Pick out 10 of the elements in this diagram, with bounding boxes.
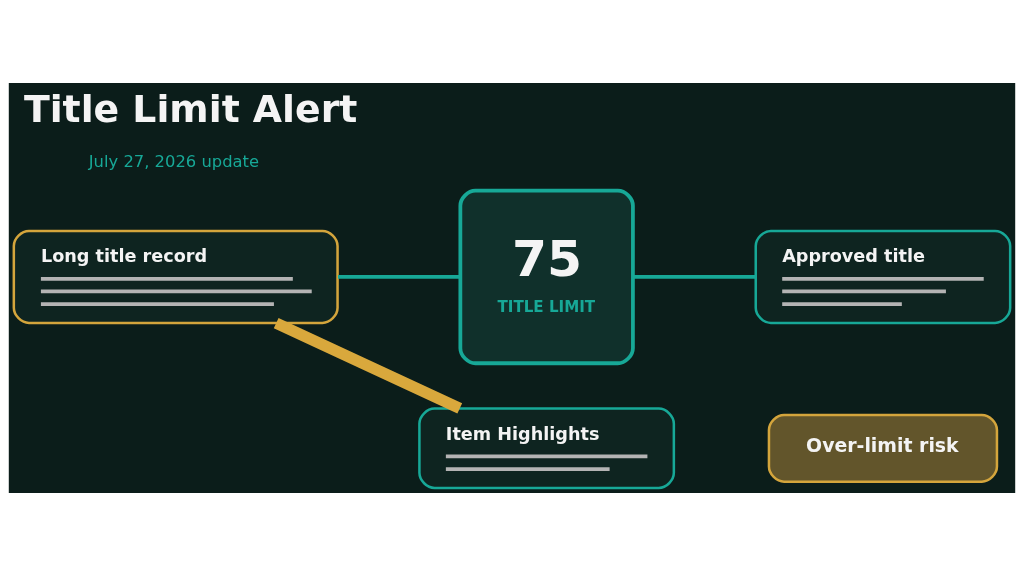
node-box: Item Highlights	[418, 407, 676, 490]
label: July 27, 2026 update	[88, 151, 260, 171]
connector	[633, 275, 756, 279]
connector	[273, 317, 463, 414]
node-box: Long title record	[12, 229, 339, 325]
connector	[338, 275, 461, 279]
diagram-title: Title Limit Alert	[23, 87, 358, 132]
node-box: 75 TITLE LIMIT	[458, 188, 635, 366]
node-box: Over-limit risk	[767, 413, 999, 483]
node-box: Approved title	[754, 229, 1012, 325]
